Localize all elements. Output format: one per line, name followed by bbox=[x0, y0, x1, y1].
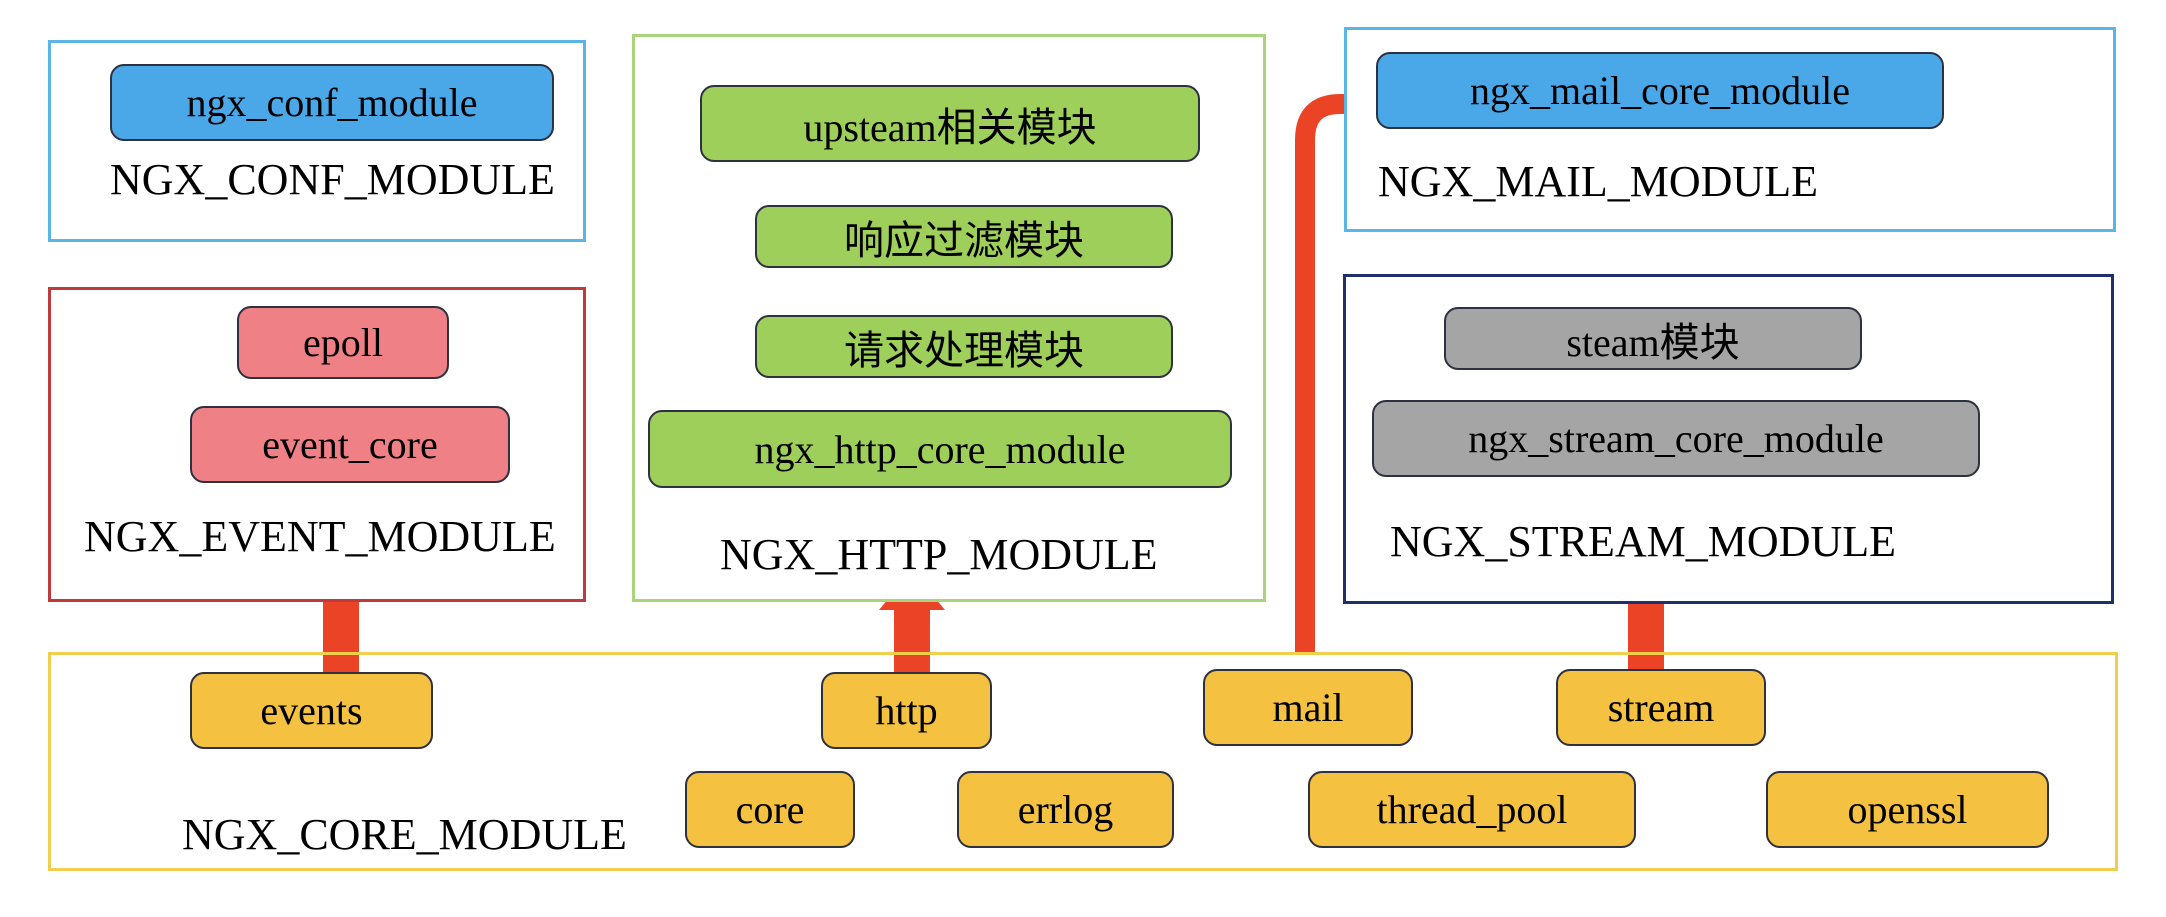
events-box: events bbox=[190, 672, 433, 749]
request-handler-modules-box: 请求处理模块 bbox=[755, 315, 1173, 378]
ngx-stream-core-module-box: ngx_stream_core_module bbox=[1372, 400, 1980, 477]
ngx-mail-core-module-box: ngx_mail_core_module bbox=[1376, 52, 1944, 129]
upstream-modules-box: upsteam相关模块 bbox=[700, 85, 1200, 162]
http-group-label: NGX_HTTP_MODULE bbox=[720, 530, 1158, 579]
event-group-label: NGX_EVENT_MODULE bbox=[84, 512, 556, 561]
ngx-http-core-module-box: ngx_http_core_module bbox=[648, 410, 1232, 488]
errlog-box: errlog bbox=[957, 771, 1174, 848]
thread-pool-box: thread_pool bbox=[1308, 771, 1636, 848]
core-module-group bbox=[48, 652, 2118, 871]
core-box: core bbox=[685, 771, 855, 848]
mail-box: mail bbox=[1203, 669, 1413, 746]
event-core-box: event_core bbox=[190, 406, 510, 483]
stream-modules-box: steam模块 bbox=[1444, 307, 1862, 370]
epoll-box: epoll bbox=[237, 306, 449, 379]
ngx-conf-module-box: ngx_conf_module bbox=[110, 64, 554, 141]
conf-group-label: NGX_CONF_MODULE bbox=[110, 155, 555, 204]
response-filter-modules-box: 响应过滤模块 bbox=[755, 205, 1173, 268]
stream-group-label: NGX_STREAM_MODULE bbox=[1390, 517, 1896, 566]
stream-box: stream bbox=[1556, 669, 1766, 746]
http-box: http bbox=[821, 672, 992, 749]
openssl-box: openssl bbox=[1766, 771, 2049, 848]
core-group-label: NGX_CORE_MODULE bbox=[182, 810, 627, 859]
mail-group-label: NGX_MAIL_MODULE bbox=[1378, 157, 1818, 206]
